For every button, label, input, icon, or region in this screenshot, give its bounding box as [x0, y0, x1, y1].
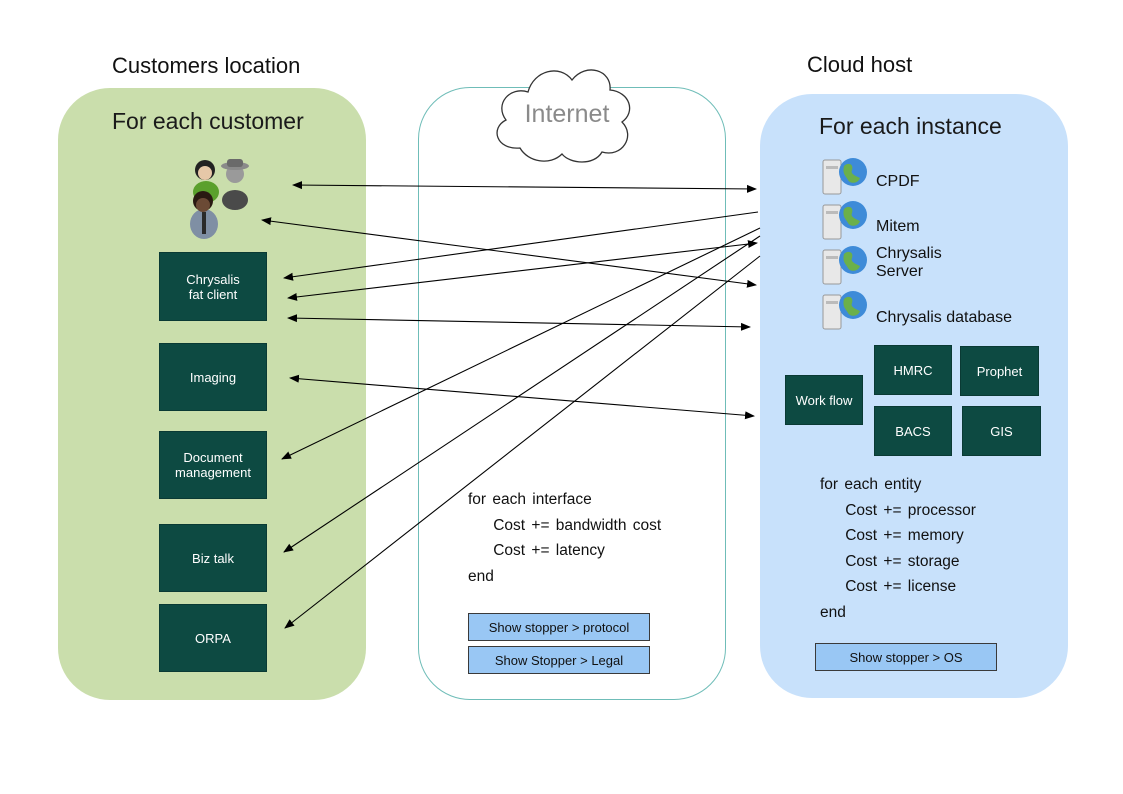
- cloud-icon: [496, 69, 631, 163]
- server-globe-icon: [822, 158, 867, 195]
- chrysalis-database-label: Chrysalis database: [876, 309, 1013, 326]
- cloud-panel-title: For each instance: [819, 113, 1002, 139]
- arrow-imaging-workflow: [289, 374, 755, 420]
- chrysalis-server-label: Chrysalis Server: [876, 245, 942, 280]
- customer-panel-title: For each customer: [112, 108, 304, 134]
- server-globe-icon: [822, 201, 867, 240]
- arrow-users-cpdf: [292, 181, 757, 193]
- arrow-fatclient-server: [287, 240, 758, 301]
- cloud-host-heading: Cloud host: [807, 52, 913, 77]
- show-stopper-protocol-button[interactable]: Show stopper > protocol: [468, 613, 650, 641]
- chrysalis-fat-client-box: Chrysalis fat client: [160, 253, 266, 320]
- orpa-box: ORPA: [160, 605, 266, 671]
- arrow-cloud-document: [281, 227, 761, 460]
- internet-label: Internet: [524, 100, 610, 128]
- customer-location-heading: Customers location: [112, 53, 301, 78]
- imaging-box: Imaging: [160, 344, 266, 410]
- gis-box: GIS: [963, 407, 1040, 455]
- prophet-box: Prophet: [961, 347, 1038, 395]
- server-globe-icon: [822, 246, 867, 285]
- instance-cost-code: for each entity Cost += processor Cost +…: [820, 476, 976, 621]
- arrow-cloud-biztalk: [283, 235, 761, 553]
- mitem-label: Mitem: [876, 218, 920, 235]
- arrow-fatclient-database: [287, 314, 751, 331]
- show-stopper-os-button[interactable]: Show stopper > OS: [815, 643, 997, 671]
- internet-cost-code: for each interface Cost += bandwidth cos…: [468, 491, 662, 585]
- bacs-box: BACS: [875, 407, 951, 455]
- document-management-box: Document management: [160, 432, 266, 498]
- work-flow-box: Work flow: [786, 376, 862, 424]
- arrow-users-server: [261, 217, 757, 288]
- hmrc-box: HMRC: [875, 346, 951, 394]
- arrow-cloud-orpa: [284, 255, 761, 629]
- server-globe-icon: [822, 291, 867, 330]
- arrow-mitem-fatclient: [283, 211, 759, 281]
- users-group-icon: [190, 159, 249, 239]
- biz-talk-box: Biz talk: [160, 525, 266, 591]
- show-stopper-legal-button[interactable]: Show Stopper > Legal: [468, 646, 650, 674]
- cpdf-label: CPDF: [876, 173, 920, 190]
